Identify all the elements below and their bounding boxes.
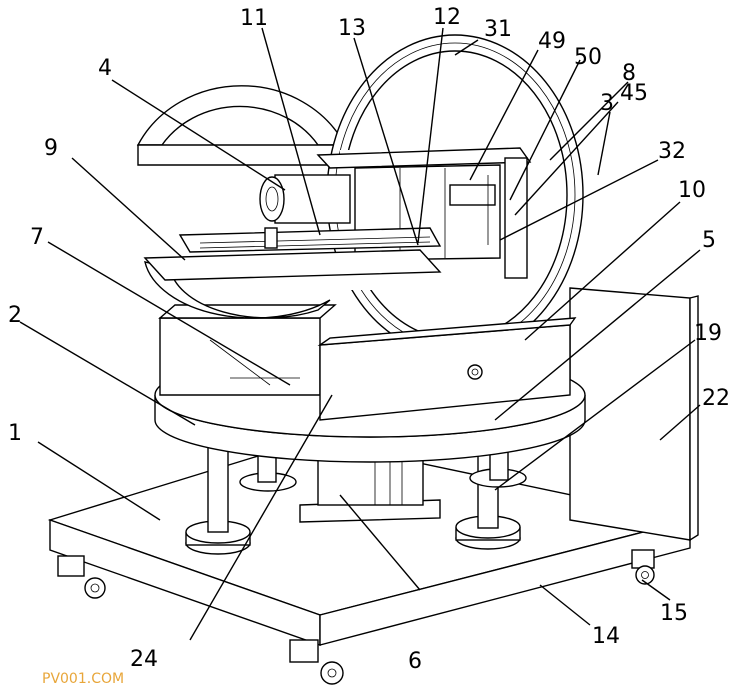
label-2: 2	[8, 303, 22, 328]
label-31: 31	[484, 17, 512, 42]
label-14: 14	[592, 624, 620, 649]
camera	[259, 174, 351, 224]
label-11: 11	[240, 6, 268, 31]
right-box	[317, 317, 577, 421]
label-8: 8	[622, 61, 636, 86]
side-panel	[569, 287, 699, 542]
label-12: 12	[433, 5, 461, 30]
left-arch	[136, 85, 347, 319]
label-49: 49	[538, 29, 566, 54]
label-4: 4	[98, 56, 112, 81]
label-22: 22	[702, 386, 730, 411]
label-1: 1	[8, 421, 22, 446]
label-3: 3	[600, 91, 614, 116]
label-32: 32	[658, 139, 686, 164]
label-15: 15	[660, 601, 688, 626]
label-9: 9	[44, 136, 58, 161]
watermark: PV001.COM	[42, 671, 124, 687]
caster-front	[289, 639, 344, 685]
label-7: 7	[30, 225, 44, 250]
label-50: 50	[574, 45, 602, 70]
label-24: 24	[130, 647, 158, 672]
slide-table	[143, 227, 442, 281]
label-6: 6	[408, 649, 422, 674]
label-45: 45	[620, 81, 648, 106]
label-10: 10	[678, 178, 706, 203]
leader-lines	[19, 27, 701, 641]
upper-frame	[316, 147, 532, 279]
label-13: 13	[338, 16, 366, 41]
caster-wheels	[57, 549, 655, 685]
label-5: 5	[702, 228, 716, 253]
caster-right	[631, 549, 655, 585]
part-labels: 1 2 3 4 5 6 7 8 9 10 11 12 13 14 15 19 2…	[8, 5, 730, 674]
label-19: 19	[694, 321, 722, 346]
caster-left	[57, 555, 106, 599]
